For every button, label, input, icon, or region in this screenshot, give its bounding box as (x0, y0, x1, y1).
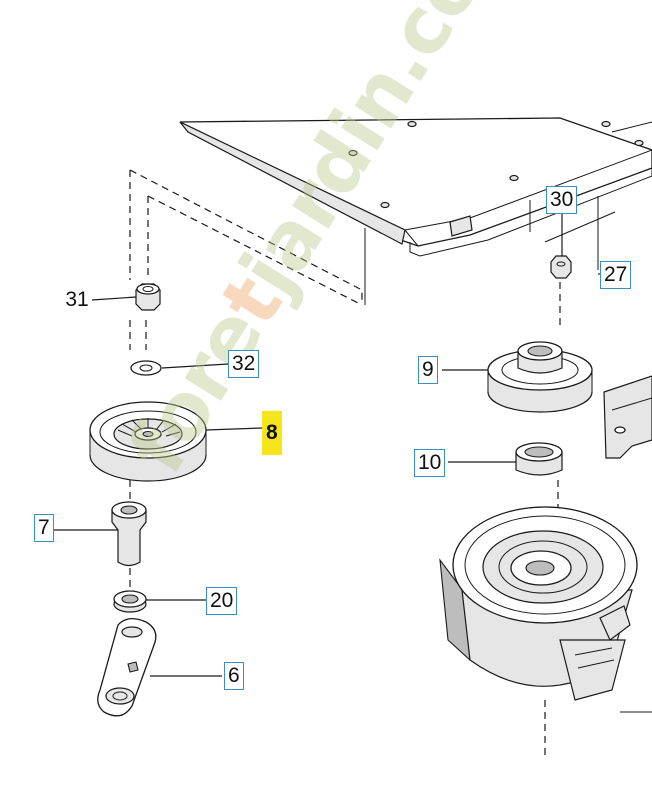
deck-frame (179, 117, 652, 305)
callout-9[interactable]: 9 (418, 356, 438, 384)
callout-10[interactable]: 10 (414, 449, 446, 477)
electric-clutch (439, 506, 652, 713)
spacer-7 (111, 501, 147, 567)
rail-hole (407, 120, 417, 128)
rail-hole (634, 139, 644, 147)
rail-hole (348, 149, 358, 157)
bushing-10 (515, 442, 563, 476)
idler-arm-6 (97, 618, 157, 717)
rail-hole (601, 120, 611, 128)
callout-31[interactable]: 31 (65, 288, 89, 311)
nut-31 (135, 283, 161, 311)
dashed-guides (129, 169, 561, 760)
bracket (603, 375, 652, 459)
callout-30[interactable]: 30 (546, 186, 578, 214)
bushing-20 (113, 590, 147, 613)
callout-27[interactable]: 27 (600, 261, 632, 289)
callout-7[interactable]: 7 (34, 514, 54, 542)
idler-pulley-8 (89, 401, 207, 482)
rail-hole (380, 201, 390, 209)
callout-8[interactable]: 8 (262, 411, 282, 455)
washer-32 (130, 360, 162, 376)
callout-6[interactable]: 6 (224, 662, 244, 690)
pulley-9 (487, 341, 593, 413)
nut-30 (550, 255, 572, 279)
rail-hole (509, 174, 519, 182)
callout-32[interactable]: 32 (228, 350, 260, 378)
callout-20[interactable]: 20 (206, 587, 238, 615)
